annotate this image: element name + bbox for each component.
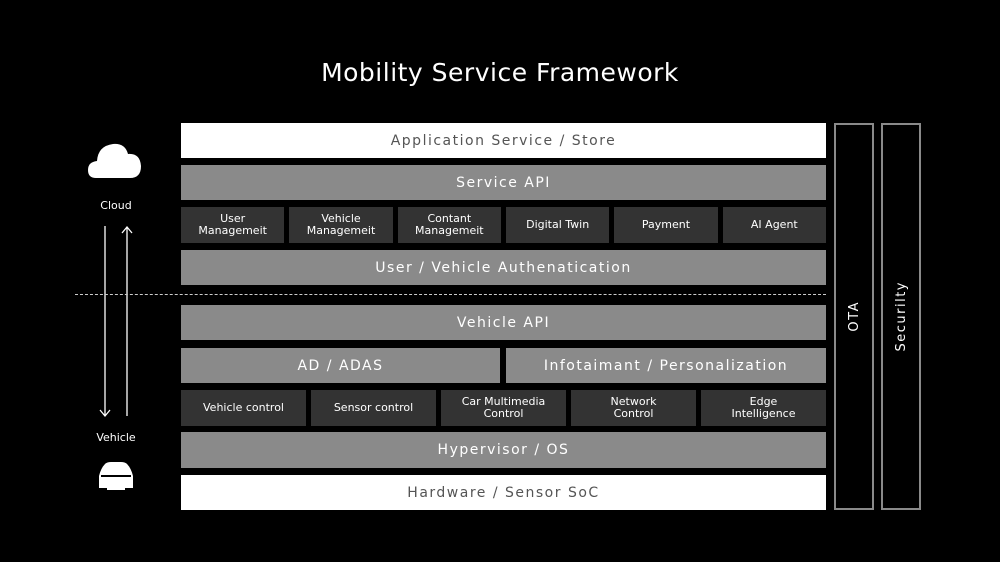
page-title: Mobility Service Framework: [321, 57, 679, 87]
layer-application-service: Application Service / Store: [181, 123, 826, 158]
layer-hypervisor: Hypervisor / OS: [181, 432, 826, 468]
cloud-vehicle-divider: [75, 294, 826, 295]
module-box: Edge Intelligence: [701, 390, 826, 426]
module-box: Payment: [614, 207, 718, 243]
layer-vehicle-api: Vehicle API: [181, 305, 826, 340]
security-label: Securilty: [893, 281, 909, 352]
car-icon: [97, 462, 135, 492]
cloud-icon: [88, 143, 141, 178]
vehicle-label: Vehicle: [96, 430, 136, 444]
module-box: AI Agent: [722, 207, 826, 243]
layer-infotainment: Infotaimant / Personalization: [506, 348, 826, 383]
layer-ad-adas: AD / ADAS: [181, 348, 500, 383]
cloud-label: Cloud: [100, 198, 132, 212]
module-box: Digital Twin: [506, 207, 610, 243]
module-box: Vehicle Managemeit: [289, 207, 393, 243]
column-security: Securilty: [881, 123, 921, 510]
module-box: Contant Managemeit: [397, 207, 501, 243]
module-box: Car Multimedia Control: [441, 390, 566, 426]
sync-arrows-icon: [99, 225, 133, 418]
layer-service-api: Service API: [181, 165, 826, 200]
module-box: Vehicle control: [181, 390, 306, 426]
layer-authentication: User / Vehicle Authenatication: [181, 250, 826, 285]
module-box: Sensor control: [311, 390, 436, 426]
column-ota: OTA: [834, 123, 874, 510]
layer-hardware: Hardware / Sensor SoC: [181, 475, 826, 510]
ota-label: OTA: [846, 301, 862, 332]
module-box: User Managemeit: [181, 207, 285, 243]
module-box: Network Control: [571, 390, 696, 426]
